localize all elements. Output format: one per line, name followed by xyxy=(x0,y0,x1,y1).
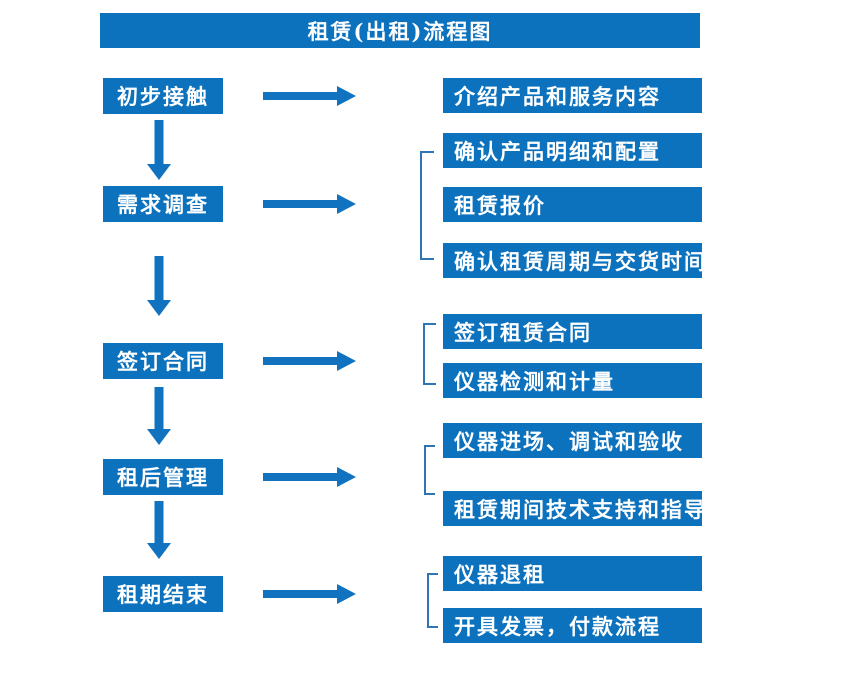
arrow-shaft xyxy=(263,590,338,598)
arrow-head xyxy=(337,584,356,604)
arrow-head xyxy=(147,543,171,559)
right-arrow-3 xyxy=(263,351,356,371)
arrow-shaft xyxy=(263,200,338,208)
arrow-head xyxy=(337,86,356,106)
arrow-shaft xyxy=(154,120,164,165)
detail-box-invoice-payment: 开具发票，付款流程 xyxy=(443,608,702,643)
arrow-shaft xyxy=(263,357,338,365)
detail-box-intro-products: 介绍产品和服务内容 xyxy=(443,78,702,113)
bracket-group-sign-contract xyxy=(423,323,436,385)
detail-box-confirm-rental-period: 确认租赁周期与交货时间 xyxy=(443,243,702,278)
arrow-shaft xyxy=(263,92,338,100)
arrow-shaft xyxy=(263,473,338,481)
down-arrow-2 xyxy=(147,256,171,316)
right-arrow-5 xyxy=(263,584,356,604)
arrow-shaft xyxy=(154,387,164,430)
arrow-head xyxy=(337,467,356,487)
step-box-rental-end: 租期结束 xyxy=(103,576,223,612)
arrow-head xyxy=(337,194,356,214)
down-arrow-3 xyxy=(147,387,171,445)
step-box-demand-survey: 需求调查 xyxy=(103,186,223,222)
right-arrow-4 xyxy=(263,467,356,487)
detail-box-instrument-entry: 仪器进场、调试和验收 xyxy=(443,423,702,458)
right-arrow-1 xyxy=(263,86,356,106)
detail-box-rental-quote: 租赁报价 xyxy=(443,187,702,222)
bracket-group-rental-end xyxy=(427,573,438,628)
arrow-head xyxy=(147,164,171,180)
detail-box-instrument-return: 仪器退租 xyxy=(443,556,702,591)
arrow-shaft xyxy=(154,256,164,301)
down-arrow-4 xyxy=(147,501,171,559)
step-box-sign-contract: 签订合同 xyxy=(103,343,223,379)
arrow-head xyxy=(147,300,171,316)
detail-box-instrument-testing: 仪器检测和计量 xyxy=(443,363,702,398)
arrow-head xyxy=(337,351,356,371)
detail-box-sign-rental-contract: 签订租赁合同 xyxy=(443,314,702,349)
down-arrow-1 xyxy=(147,120,171,180)
right-arrow-2 xyxy=(263,194,356,214)
step-box-initial-contact: 初步接触 xyxy=(103,78,223,114)
arrow-shaft xyxy=(154,501,164,544)
arrow-head xyxy=(147,429,171,445)
detail-box-confirm-product-details: 确认产品明细和配置 xyxy=(443,133,702,168)
detail-box-tech-support: 租赁期间技术支持和指导 xyxy=(443,491,702,526)
bracket-group-post-rental xyxy=(424,445,435,495)
title-bar: 租赁(出租)流程图 xyxy=(100,13,700,48)
step-box-post-rental-management: 租后管理 xyxy=(103,459,223,495)
bracket-group-demand-survey xyxy=(420,151,434,260)
